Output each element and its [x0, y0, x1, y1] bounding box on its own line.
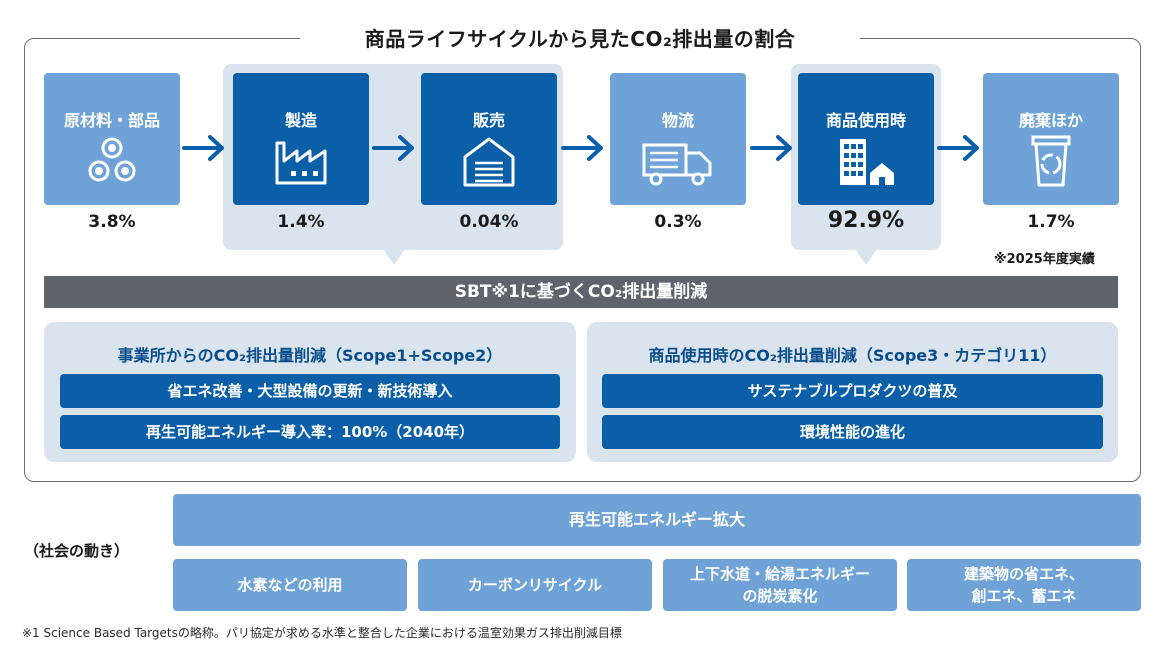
step-percent: 3.8%: [88, 212, 136, 232]
society-label: （社会の動き）: [24, 542, 130, 560]
society-box-hydrogen: 水素などの利用: [173, 559, 407, 611]
arrow-right-icon: [561, 135, 603, 161]
recycle-bin-icon: [1031, 135, 1071, 187]
society-box-building-energy: 建築物の省エネ、 創エネ、蓄エネ: [907, 559, 1141, 611]
step-percent: 0.04%: [459, 212, 519, 232]
scope12-title: 事業所からのCO₂排出量削減（Scope1+Scope2）: [117, 346, 503, 365]
diagram-title: 商品ライフサイクルから見たCO₂排出量の割合: [300, 22, 860, 56]
society-box-line: 創エネ、蓄エネ: [971, 587, 1077, 605]
step-product-use: 商品使用時: [798, 73, 934, 205]
scope3-title: 商品使用時のCO₂排出量削減（Scope3・カテゴリ11）: [648, 346, 1057, 365]
factory-icon: [275, 141, 327, 185]
step-percent: 1.7%: [1027, 212, 1075, 232]
society-box-line: 建築物の省エネ、: [963, 565, 1084, 583]
arrow-right-icon: [182, 135, 224, 161]
step-raw-materials: 原材料・部品: [44, 73, 180, 205]
step-sales: 販売: [421, 73, 557, 205]
society-box-carbon-recycle: カーボンリサイクル: [418, 559, 652, 611]
step-label: 廃棄ほか: [1018, 111, 1083, 130]
step-percent: 1.4%: [277, 212, 325, 232]
step-label: 原材料・部品: [63, 111, 160, 130]
scope12-item: 再生可能エネルギー導入率：100%（2040年）: [60, 415, 560, 449]
highlight-pointer: [383, 249, 405, 265]
step-disposal: 廃棄ほか: [983, 73, 1119, 205]
society-box-line: 水素などの利用: [237, 576, 343, 594]
truck-icon: [642, 143, 712, 186]
arrow-right-icon: [750, 135, 792, 161]
scope3-item: サステナブルプロダクツの普及: [602, 374, 1103, 408]
arrow-right-icon: [372, 135, 414, 161]
step-percent: 92.9%: [827, 208, 905, 233]
scope3-item: 環境性能の進化: [602, 415, 1103, 449]
step-label: 販売: [472, 111, 505, 130]
society-box-line: カーボンリサイクル: [467, 576, 603, 594]
step-label: 商品使用時: [825, 111, 906, 130]
highlight-pointer: [855, 249, 877, 265]
society-box-line: 上下水道・給湯エネルギー: [689, 565, 870, 583]
step-label: 物流: [661, 111, 694, 130]
parts-circles-icon: [88, 137, 136, 182]
society-box-water-decarbonization: 上下水道・給湯エネルギー の脱炭素化: [663, 559, 897, 611]
arrow-right-icon: [937, 135, 979, 161]
step-label: 製造: [284, 111, 317, 130]
renewable-expansion-box: 再生可能エネルギー拡大: [173, 494, 1141, 546]
sbt-bar: SBT※1に基づくCO₂排出量削減: [44, 276, 1118, 308]
footnote: ※1 Science Based Targetsの略称。パリ協定が求める水準と整…: [22, 626, 622, 640]
building-house-icon: [840, 139, 894, 185]
scope12-item: 省エネ改善・大型設備の更新・新技術導入: [60, 374, 560, 408]
store-icon: [463, 137, 515, 187]
step-manufacturing: 製造: [233, 73, 369, 205]
society-box-line: の脱炭素化: [742, 587, 818, 605]
step-logistics: 物流: [610, 73, 746, 205]
year-note: ※2025年度実績: [994, 252, 1095, 267]
step-percent: 0.3%: [654, 212, 702, 232]
